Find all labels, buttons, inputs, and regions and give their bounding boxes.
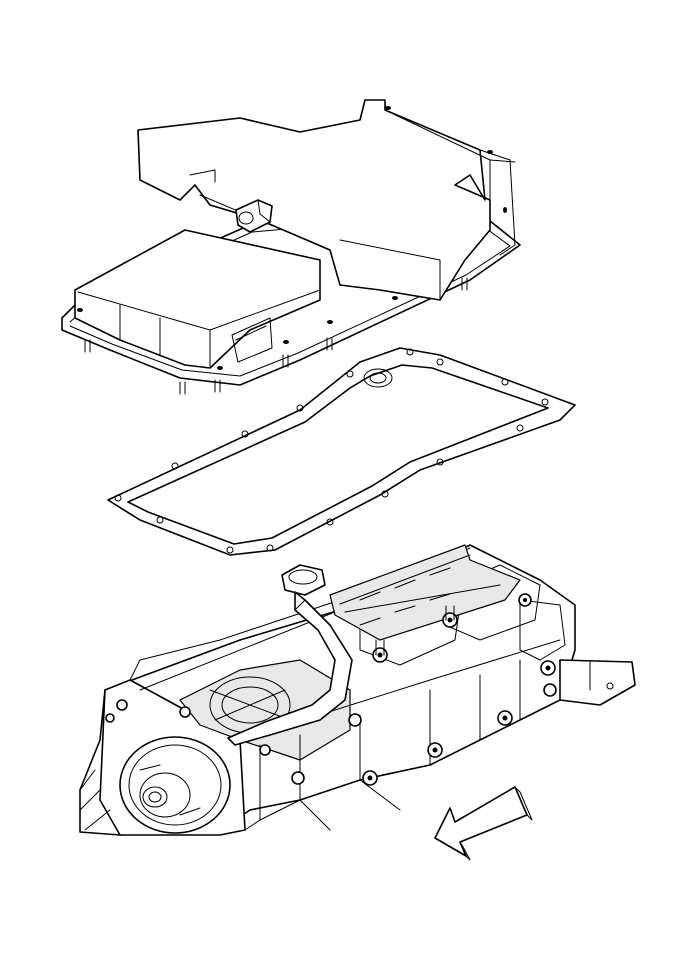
- arrow-left-down-icon: [434, 786, 533, 861]
- oil-pan-drain-plug: [235, 199, 273, 233]
- gasket-bolt-holes: [114, 348, 549, 554]
- oil-pan-gasket: [107, 347, 576, 556]
- oil-pump-pickup-tube: [227, 564, 353, 746]
- gasket-inner-edge: [127, 364, 549, 545]
- oil-pan-upper-body: [137, 99, 491, 301]
- oil-pan: [61, 99, 521, 395]
- oil-pan-bolts: [77, 106, 507, 395]
- engine-block-bolts: [105, 593, 557, 786]
- oil-pan-sump: [74, 229, 321, 369]
- harmonic-balancer: [119, 736, 231, 834]
- engine-block: [79, 544, 636, 836]
- oil-gallery-rail: [329, 544, 521, 641]
